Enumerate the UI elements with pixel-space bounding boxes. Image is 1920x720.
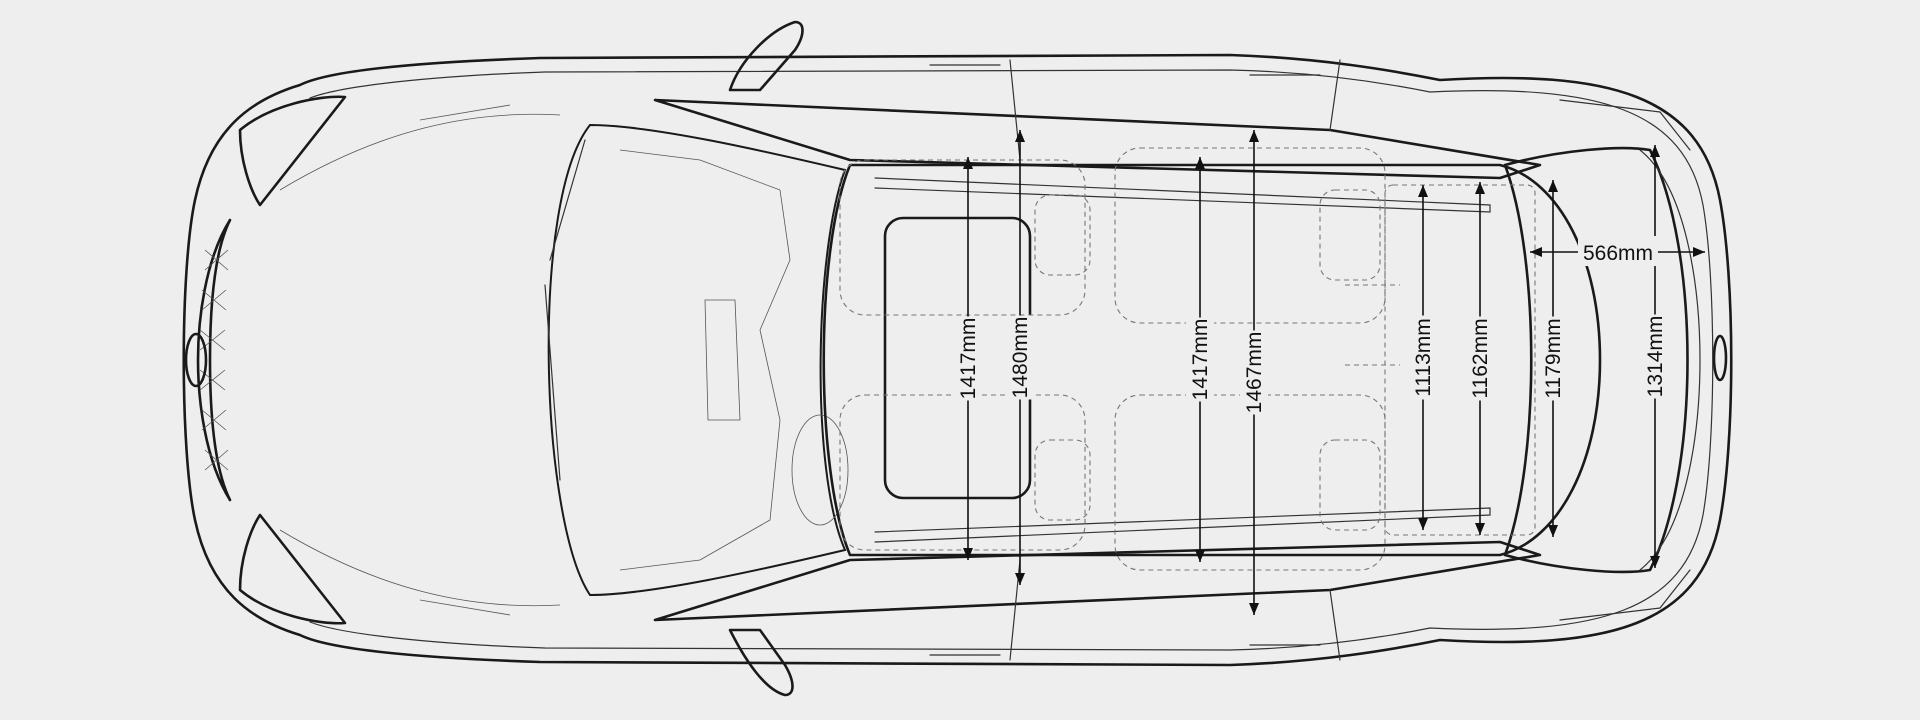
grille-mesh [199,249,229,471]
rear-window [1503,146,1689,574]
mirror-right [728,628,794,697]
rear-light-right [1559,569,1691,621]
dimension-arrow-icon [963,157,973,169]
dimension-arrow-icon [1548,525,1558,537]
label-backdrop [954,316,982,401]
hood-line [419,599,511,616]
steering-wheel [791,414,849,526]
label-backdrop [1578,236,1658,266]
front-seat-left [839,159,1091,316]
dimension-arrow-icon [1475,523,1485,535]
dimension-lines: 1417mm 1480mm 1417mm 1467mm 1113mm 1162mm 1179… [954,130,1669,615]
dimension-label-cargo_1: 1113mm [1412,318,1435,397]
dimension-arrow-icon [1249,130,1259,142]
side-window-right [653,540,1542,622]
dimension-arrow-icon [1195,550,1205,562]
label-backdrop [1641,314,1669,399]
rear-emblem-icon [1712,334,1728,382]
dimension-label-front_hip: 1480mm [1009,317,1032,399]
hood-line [279,113,561,191]
roof-rail-right [874,507,1491,543]
roof-rail-left [874,177,1491,213]
door-handle [929,64,1321,656]
dimension-arrow-icon [1650,145,1660,157]
front-seat-right [839,394,1091,551]
roof-outline [822,163,1602,557]
headlight-left [238,95,347,207]
door-seam [1329,59,1341,661]
dimension-label-rear_hip: 1467mm [1243,332,1266,414]
hood-line [279,529,561,607]
dimension-arrow-icon [1195,157,1205,169]
dimension-arrow-left-icon [1530,247,1542,257]
headlight-right [238,513,347,625]
center-console [704,299,741,421]
cargo-area-outline [1345,184,1536,536]
mirror-width-dimension-label: 566mm [1583,242,1653,265]
hood-line [419,104,511,121]
dimension-arrow-icon [1015,130,1025,142]
rear-spoiler [1639,149,1701,571]
dimension-arrow-icon [1418,185,1428,197]
dimension-arrow-right-icon [1693,247,1705,257]
label-backdrop [1006,315,1034,400]
dimension-arrow-icon [1548,180,1558,192]
front-emblem-icon [184,332,208,388]
dimension-arrow-icon [1418,518,1428,530]
label-backdrop [1539,316,1567,401]
dimension-arrow-icon [1475,182,1485,194]
dimension-arrow-icon [1015,573,1025,585]
side-window-left [653,98,1542,180]
dimension-label-rear_shoulder: 1417mm [1189,319,1212,401]
label-backdrop [1466,316,1494,401]
windshield [547,123,847,597]
mirror-left [728,20,804,92]
dashboard [619,149,791,571]
label-backdrop [1409,315,1437,400]
label-backdrop [1240,330,1268,415]
label-backdrop [1186,317,1214,402]
wiper-right [549,139,586,261]
dimension-arrow-icon [1650,556,1660,568]
front-grille [196,218,232,502]
rear-seat-right [1114,394,1386,571]
dimension-arrow-icon [963,548,973,560]
car-body-outline [182,53,1733,667]
dimension-label-front_shoulder: 1417mm [957,318,980,400]
dimension-label-cargo_2: 1162mm [1469,318,1492,398]
wiper-left [544,284,561,481]
dimension-label-cargo_3: 1179mm [1542,318,1565,398]
dimension-arrow-icon [1249,603,1259,615]
dimension-label-cargo_4: 1314mm [1644,316,1667,398]
rear-seat-left [1114,147,1386,324]
rear-light-left [1559,99,1691,151]
